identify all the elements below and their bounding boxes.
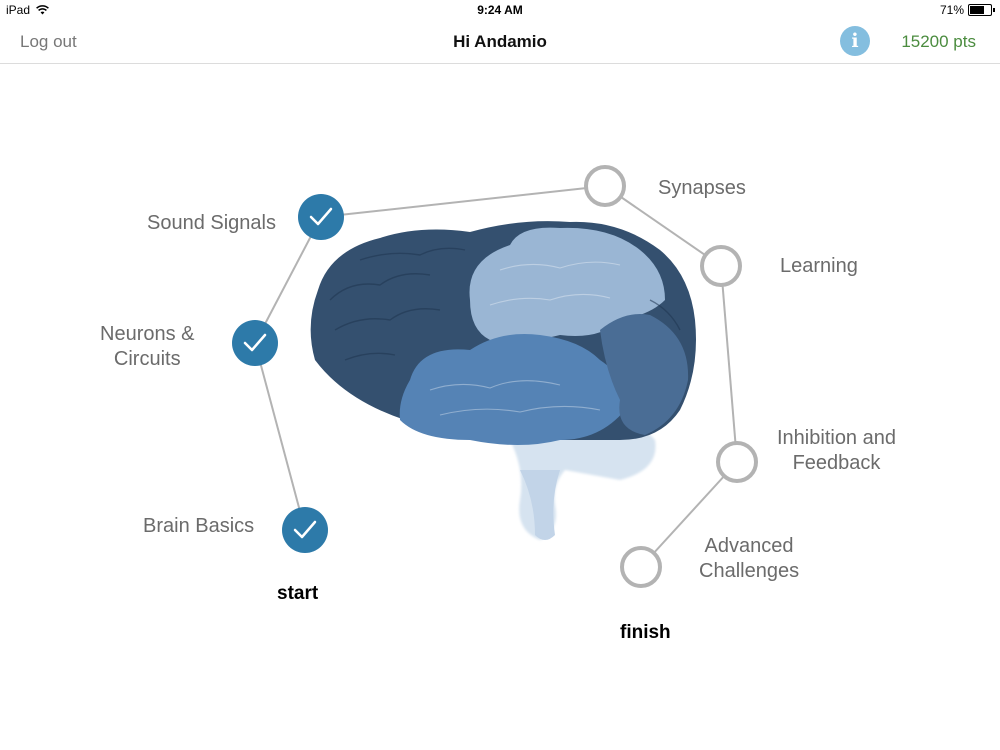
finish-label: finish [620, 622, 671, 643]
status-left: iPad [6, 3, 49, 17]
battery-percent: 71% [939, 3, 964, 17]
points-display: 15200 pts [901, 32, 976, 51]
module-label-line: Circuits [113, 348, 181, 370]
battery-fill [970, 6, 984, 14]
logout-button[interactable]: Log out [20, 32, 77, 51]
module-label-brain-basics[interactable]: Brain Basics [143, 515, 255, 537]
status-right: 71% [939, 3, 995, 17]
module-node-inhibition-feedback[interactable] [716, 441, 758, 483]
module-label-line: Neurons & [100, 323, 195, 345]
module-label-learning[interactable]: Learning [780, 255, 858, 277]
module-label-line: Challenges [699, 560, 800, 582]
checkmark-icon [293, 520, 317, 539]
module-label-line: Inhibition and [777, 427, 896, 449]
module-node-learning[interactable] [700, 245, 742, 287]
start-label: start [277, 583, 319, 604]
page-title: Hi Andamio [453, 32, 547, 51]
wifi-icon [36, 5, 49, 15]
module-node-synapses[interactable] [584, 165, 626, 207]
checkmark-icon [243, 333, 267, 352]
device-name: iPad [6, 3, 31, 17]
module-label-inhibition-feedback[interactable]: Inhibition and Feedback [777, 426, 896, 476]
module-label-synapses[interactable]: Synapses [658, 177, 746, 199]
module-label-line: Feedback [792, 452, 881, 474]
status-bar: iPad 9:24 AM 71% [0, 0, 1000, 20]
module-label-sound-signals[interactable]: Sound Signals [147, 212, 276, 234]
module-node-advanced-challenges[interactable] [620, 546, 662, 588]
checkmark-icon [309, 207, 333, 226]
nav-bar: Log out Hi Andamio i 15200 pts [0, 20, 1000, 64]
module-label-neurons-circuits[interactable]: Neurons & Circuits [100, 322, 195, 372]
module-node-neurons-circuits[interactable] [232, 320, 278, 366]
module-label-advanced-challenges[interactable]: Advanced Challenges [699, 534, 799, 584]
path-lines [254, 185, 738, 568]
module-node-sound-signals[interactable] [298, 194, 344, 240]
battery-icon [968, 4, 995, 16]
status-time: 9:24 AM [477, 3, 523, 17]
brain-illustration [310, 221, 696, 540]
info-icon[interactable]: i [840, 26, 870, 56]
module-node-brain-basics[interactable] [282, 507, 328, 553]
module-label-line: Advanced [704, 535, 794, 557]
